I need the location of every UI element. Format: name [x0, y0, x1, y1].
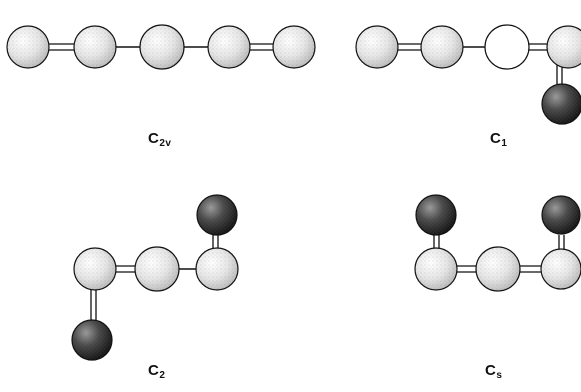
carbon-atom: [420, 25, 464, 69]
carbon-atom: [134, 246, 180, 292]
molecule-cs: [414, 194, 581, 292]
carbon-atom: [355, 25, 399, 69]
carbon-atom: [272, 25, 316, 69]
bond: [558, 235, 565, 250]
label-cs: Cs: [485, 362, 502, 381]
molecule-c1: [355, 24, 581, 125]
carbon-atom: [475, 246, 521, 292]
label-c1: C1: [490, 130, 507, 149]
carbon-atom: [540, 248, 581, 290]
molecule-c2: [71, 194, 239, 361]
molecule-c2v: [6, 24, 316, 70]
carbon-atom: [195, 247, 239, 291]
label-symbol: C: [490, 130, 502, 147]
label-symbol: C: [485, 362, 497, 379]
label-subscript: 1: [501, 138, 508, 149]
carbon-atom: [484, 24, 530, 70]
label-subscript: 2: [159, 370, 166, 381]
carbon-atom: [207, 25, 251, 69]
dark-atom: [415, 194, 457, 236]
label-symbol: C: [148, 130, 160, 147]
label-c2v: C2v: [148, 130, 171, 149]
carbon-atom: [546, 25, 581, 69]
dark-atom: [196, 194, 238, 236]
label-subscript: s: [496, 370, 503, 381]
label-subscript: 2v: [159, 138, 172, 149]
dark-atom: [541, 195, 581, 235]
carbon-atom: [73, 25, 117, 69]
dark-atom: [541, 83, 581, 125]
carbon-atom: [6, 25, 50, 69]
label-symbol: C: [148, 362, 160, 379]
carbon-atom: [139, 24, 185, 70]
label-c2: C2: [148, 362, 165, 381]
carbon-atom: [414, 247, 458, 291]
dark-atom: [71, 319, 113, 361]
carbon-atom: [73, 247, 117, 291]
bond: [90, 288, 97, 320]
